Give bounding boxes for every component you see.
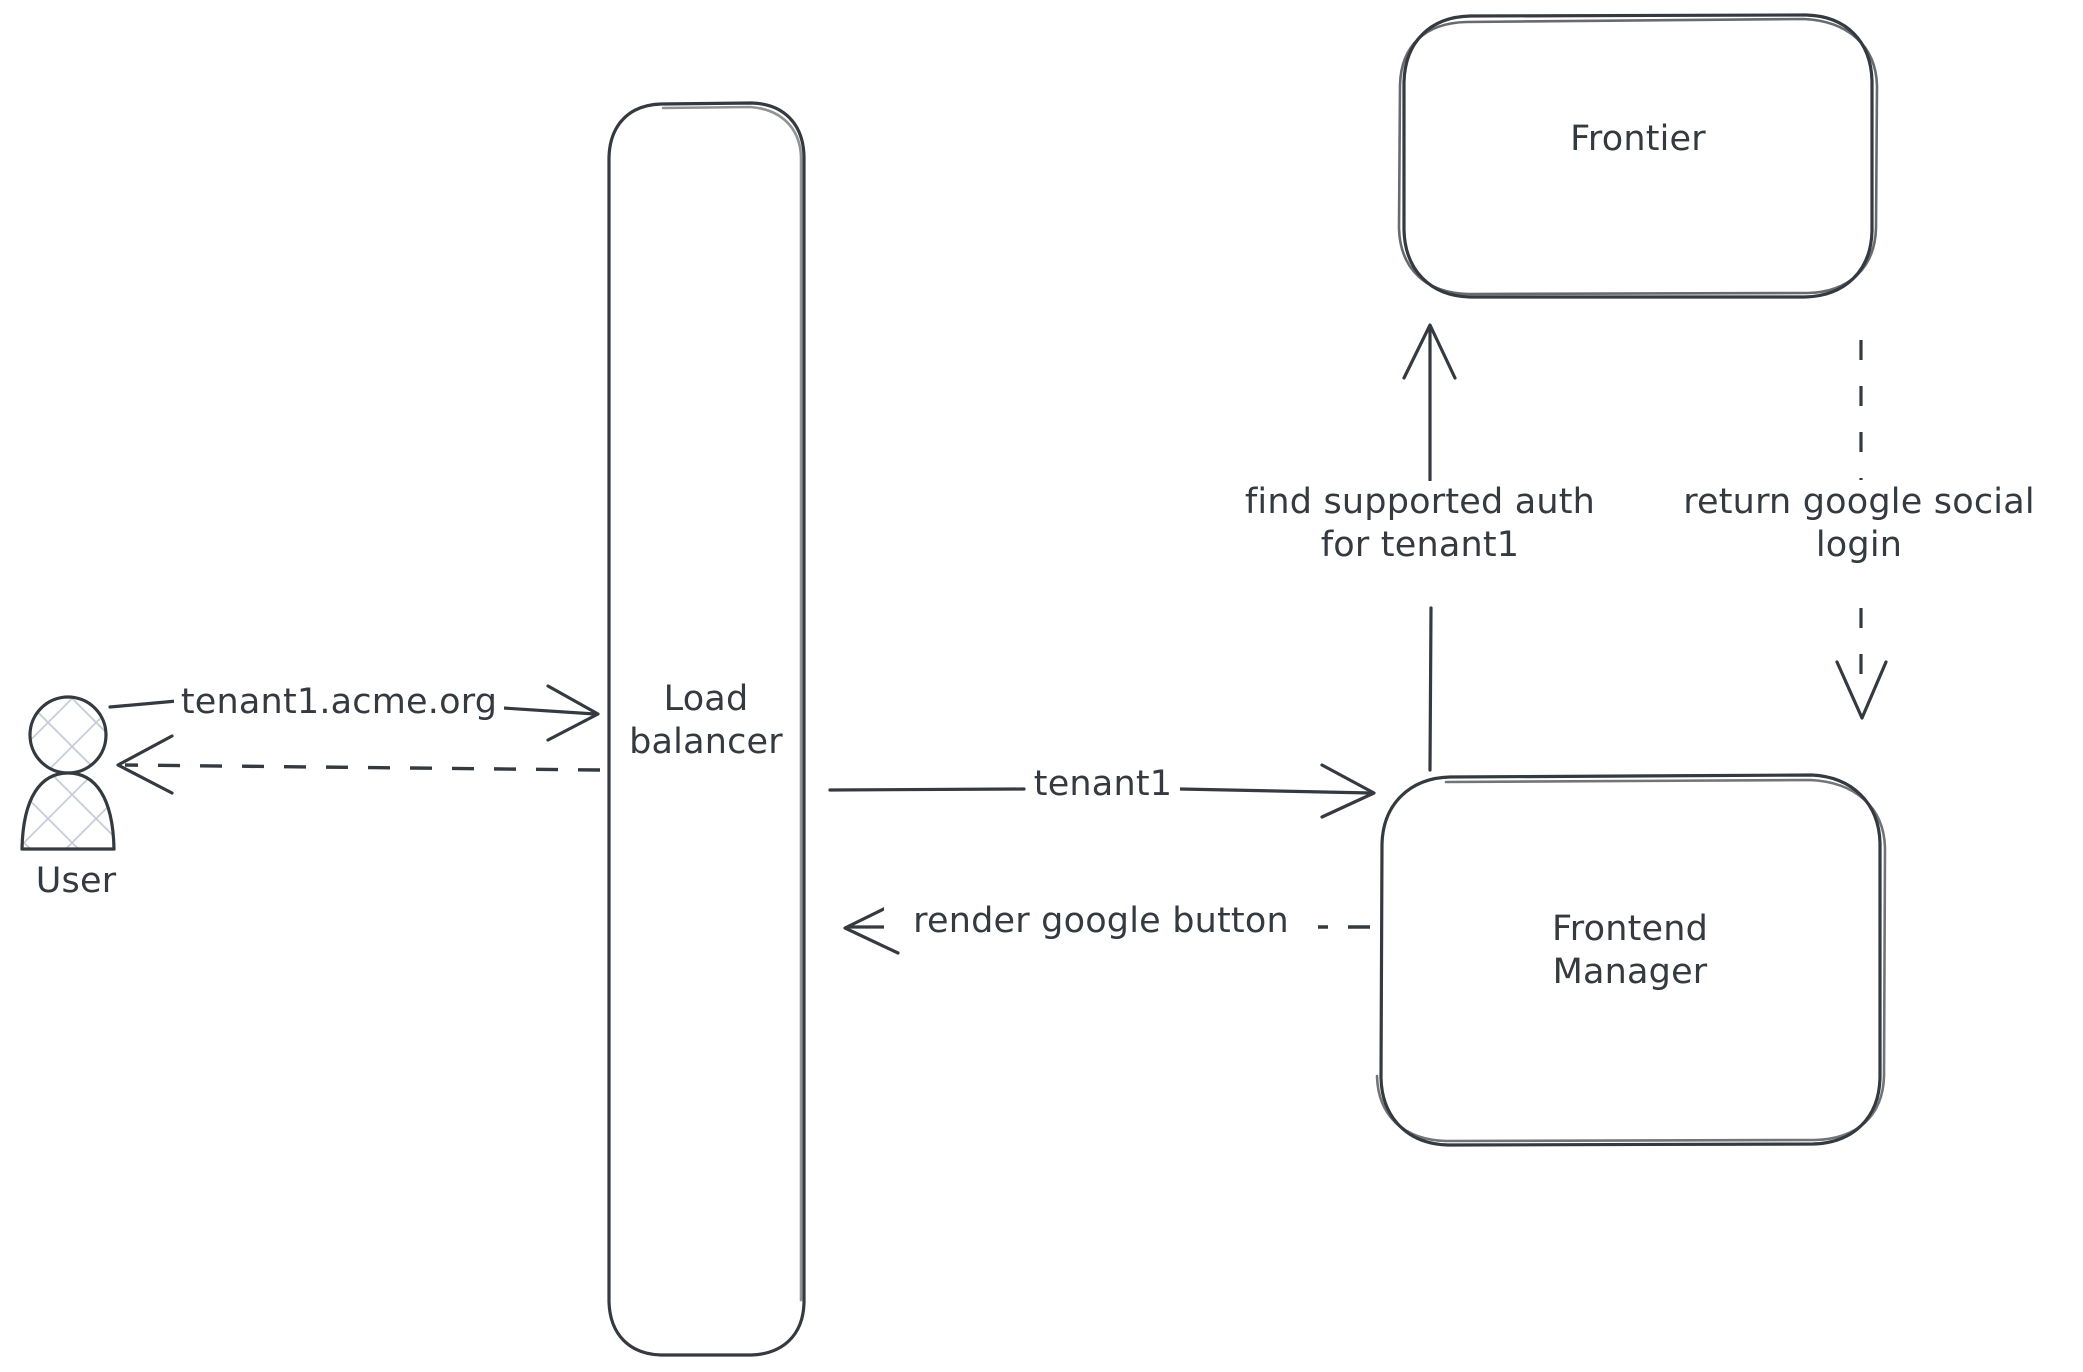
edge-user-to-lb	[108, 684, 600, 742]
load-balancer-shape	[607, 101, 806, 1357]
frontend-manager-shape	[1375, 773, 1887, 1147]
edge-lb-to-fm	[828, 763, 1376, 819]
edge-fm-to-frontier	[1402, 323, 1457, 772]
edge-lb-to-user	[116, 734, 601, 795]
edge-fm-to-lb	[843, 900, 1370, 955]
edge-frontier-to-fm	[1835, 340, 1888, 720]
frontier-shape	[1397, 13, 1879, 299]
user-actor-shape	[20, 695, 116, 851]
